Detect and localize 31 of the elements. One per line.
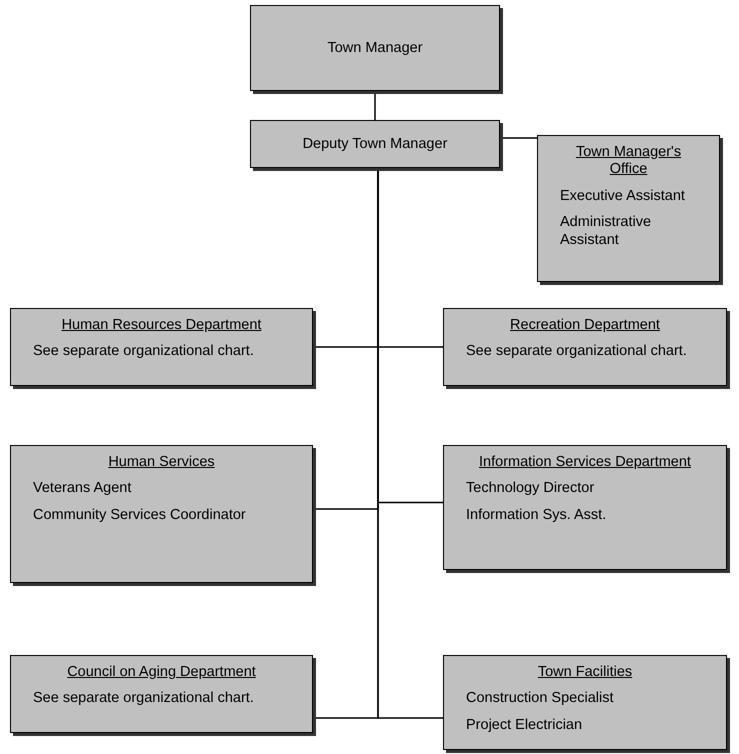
staff-text: Information Sys. Asst. (466, 506, 608, 524)
position-title: Town Manager (327, 40, 423, 56)
department-heading: Human Services (107, 454, 216, 472)
position-title: Deputy Town Manager (302, 136, 448, 152)
department-box (10, 308, 313, 386)
department-box (537, 135, 720, 282)
staff-text: See separate organizational chart. (466, 342, 688, 361)
department-heading: Recreation Department (509, 317, 661, 334)
staff-text: Technology Director (466, 479, 596, 498)
staff-text: See separate organizational chart. (33, 342, 255, 361)
staff-text: Veterans Agent (33, 479, 132, 498)
staff-text: Construction Specialist (466, 689, 614, 708)
department-box (10, 445, 313, 583)
department-heading: Town Manager's Office (574, 144, 682, 179)
department-box (443, 655, 727, 750)
connector-line (374, 91, 376, 120)
department-box (10, 655, 313, 733)
staff-text: Project Electrician (466, 716, 584, 734)
department-heading: Human Resources Department (60, 317, 262, 334)
staff-text: Administrative Assistant (560, 212, 652, 250)
department-box (443, 308, 727, 386)
department-box (443, 445, 727, 570)
connector-line (500, 137, 537, 139)
staff-text: Community Services Coordinator (33, 506, 247, 524)
staff-text: See separate organizational chart. (33, 689, 255, 708)
department-heading: Council on Aging Department (66, 664, 257, 682)
position-box (250, 5, 500, 91)
staff-text: Executive Assistant (560, 186, 686, 205)
department-heading: Town Facilities (536, 664, 634, 682)
position-box (250, 120, 500, 168)
department-heading: Information Services Department (478, 454, 692, 472)
